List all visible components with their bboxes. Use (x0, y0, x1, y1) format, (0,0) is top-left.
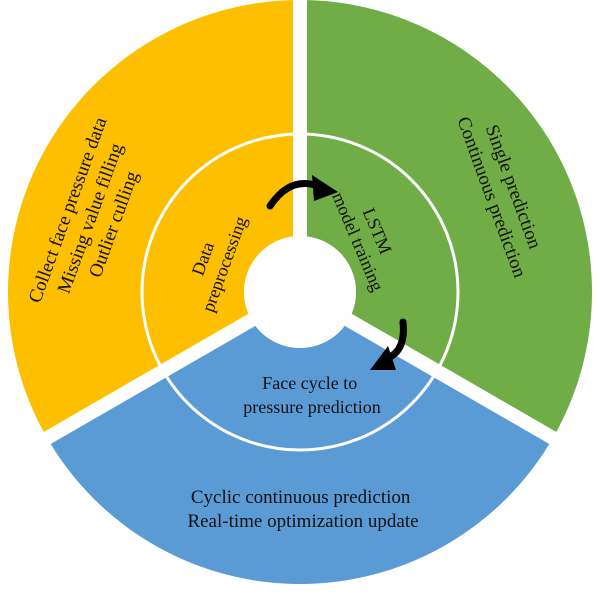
inner-ring-border (140, 132, 460, 452)
inner-segment-training (300, 134, 458, 371)
separator-line-2 (343, 312, 560, 447)
inner-segment-preprocessing (142, 134, 300, 371)
center-hole (244, 236, 356, 348)
inner-segment-prediction (163, 320, 437, 450)
segment-separators (40, 0, 560, 447)
inner-label-prediction: Face cycle to pressure prediction (243, 373, 380, 417)
outer-segment-prediction (47, 371, 553, 584)
outer-segment-preprocessing (8, 0, 301, 438)
cycle-arrow-head-2 (370, 346, 396, 370)
outer-label-prediction: Cyclic continuous prediction Real-time o… (187, 487, 418, 532)
separator-line-3 (40, 312, 257, 447)
outer-segment-training (300, 0, 592, 438)
cycle-arrow-head-1 (312, 175, 338, 201)
